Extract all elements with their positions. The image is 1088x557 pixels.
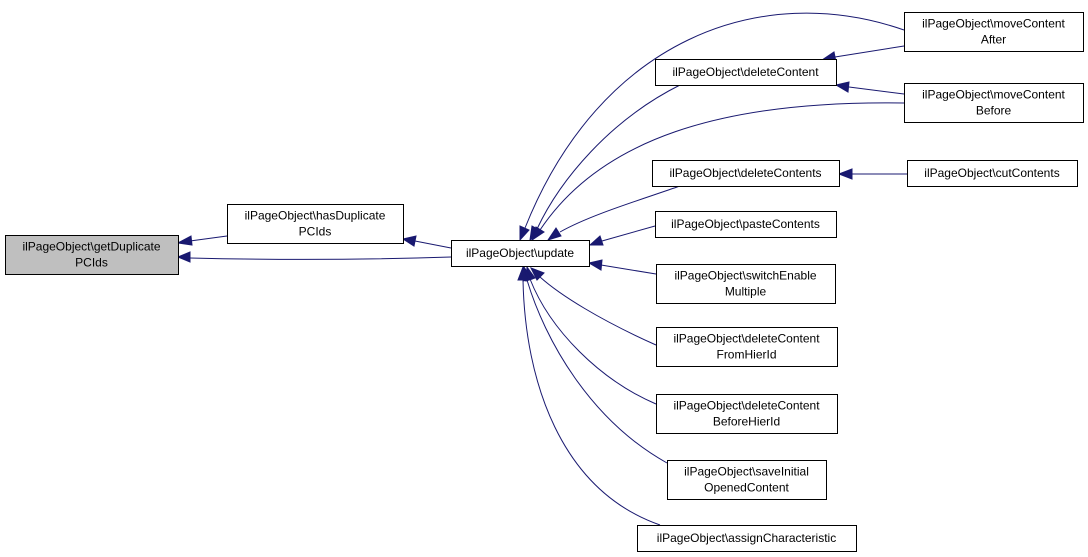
edge-deletecontent-to-update xyxy=(536,84,681,230)
node-cutContents[interactable]: ilPageObject\cutContents xyxy=(907,160,1078,187)
node-label-line: After xyxy=(981,33,1006,47)
node-box xyxy=(904,83,1084,123)
edge-fromhier-to-update xyxy=(539,276,657,346)
edge-update-to-get xyxy=(189,256,452,260)
node-pasteContents[interactable]: ilPageObject\pasteContents xyxy=(655,211,837,238)
node-label-line: ilPageObject\getDuplicate xyxy=(22,240,160,254)
node-label-line: OpenedContent xyxy=(704,481,789,495)
arrowhead-movebefore-to-update xyxy=(531,226,545,242)
node-label-line: ilPageObject\cutContents xyxy=(924,166,1059,180)
arrowhead-paste-to-update xyxy=(588,235,604,246)
node-label-line: BeforeHierId xyxy=(713,415,780,429)
node-assignCharacteristic[interactable]: ilPageObject\assignCharacteristic xyxy=(637,525,857,552)
edge-deletecontents-to-update xyxy=(559,185,681,233)
node-deleteContents[interactable]: ilPageObject\deleteContents xyxy=(652,160,840,187)
node-box xyxy=(656,327,838,367)
node-box xyxy=(652,160,840,187)
node-label-line: ilPageObject\moveContent xyxy=(922,88,1065,102)
edge-switch-to-update xyxy=(600,264,657,275)
arrowhead-assign-to-update xyxy=(517,265,529,281)
edge-moveafter-to-update xyxy=(524,12,905,229)
arrowhead-fromhier-to-update xyxy=(529,267,545,281)
node-box xyxy=(227,204,404,244)
edge-movebefore-to-deletecontent xyxy=(848,86,905,95)
node-box xyxy=(656,394,838,434)
node-label-line: PCIds xyxy=(299,225,332,239)
node-label-line: ilPageObject\switchEnable xyxy=(674,269,816,283)
node-label-line: PCIds xyxy=(75,256,108,270)
edge-paste-to-update xyxy=(601,225,656,242)
node-box xyxy=(656,264,836,304)
edge-beforehier-to-update xyxy=(529,278,657,405)
nodes: ilPageObject\getDuplicatePCIdsilPageObje… xyxy=(5,12,1084,552)
node-label-line: ilPageObject\deleteContents xyxy=(669,166,821,180)
node-label-line: ilPageObject\update xyxy=(466,246,574,260)
node-box xyxy=(637,525,857,552)
node-label-line: Multiple xyxy=(725,285,767,299)
node-label-line: Before xyxy=(976,104,1012,118)
arrowhead-deletecontents-to-update xyxy=(546,227,562,241)
node-label-line: ilPageObject\deleteContent xyxy=(672,65,819,79)
node-box xyxy=(907,160,1078,187)
arrowhead-has-to-get xyxy=(176,235,193,246)
edge-saveinitial-to-update xyxy=(526,279,668,464)
edge-has-to-get xyxy=(189,235,228,242)
node-box xyxy=(451,240,590,267)
node-box xyxy=(655,59,837,86)
node-box xyxy=(5,235,179,275)
node-label-line: ilPageObject\hasDuplicate xyxy=(245,209,386,223)
node-box xyxy=(655,211,837,238)
arrowhead-cut-to-deletecontents xyxy=(837,168,853,180)
edge-moveafter-to-deletecontent xyxy=(834,45,905,58)
node-box xyxy=(667,460,827,500)
node-label-line: ilPageObject\assignCharacteristic xyxy=(657,531,836,545)
node-label-line: ilPageObject\moveContent xyxy=(922,17,1065,31)
arrowhead-update-to-get xyxy=(176,251,191,263)
edge-assign-to-update xyxy=(522,279,661,526)
node-label-line: FromHierId xyxy=(716,348,776,362)
node-label-line: ilPageObject\deleteContent xyxy=(673,399,820,413)
arrowhead-moveafter-to-update xyxy=(519,225,530,242)
node-label-line: ilPageObject\saveInitial xyxy=(684,465,809,479)
arrowhead-switch-to-update xyxy=(587,259,603,271)
arrowhead-movebefore-to-deletecontent xyxy=(834,81,850,93)
node-label-line: ilPageObject\pasteContents xyxy=(671,217,820,231)
edge-movebefore-to-update xyxy=(539,102,905,231)
arrowhead-update-to-has xyxy=(401,235,417,247)
node-label-line: ilPageObject\deleteContent xyxy=(673,332,820,346)
edge-update-to-has xyxy=(414,240,452,249)
node-update[interactable]: ilPageObject\update xyxy=(451,240,590,267)
node-box xyxy=(904,12,1084,52)
edges xyxy=(176,12,907,526)
node-deleteContent[interactable]: ilPageObject\deleteContent xyxy=(655,59,837,86)
